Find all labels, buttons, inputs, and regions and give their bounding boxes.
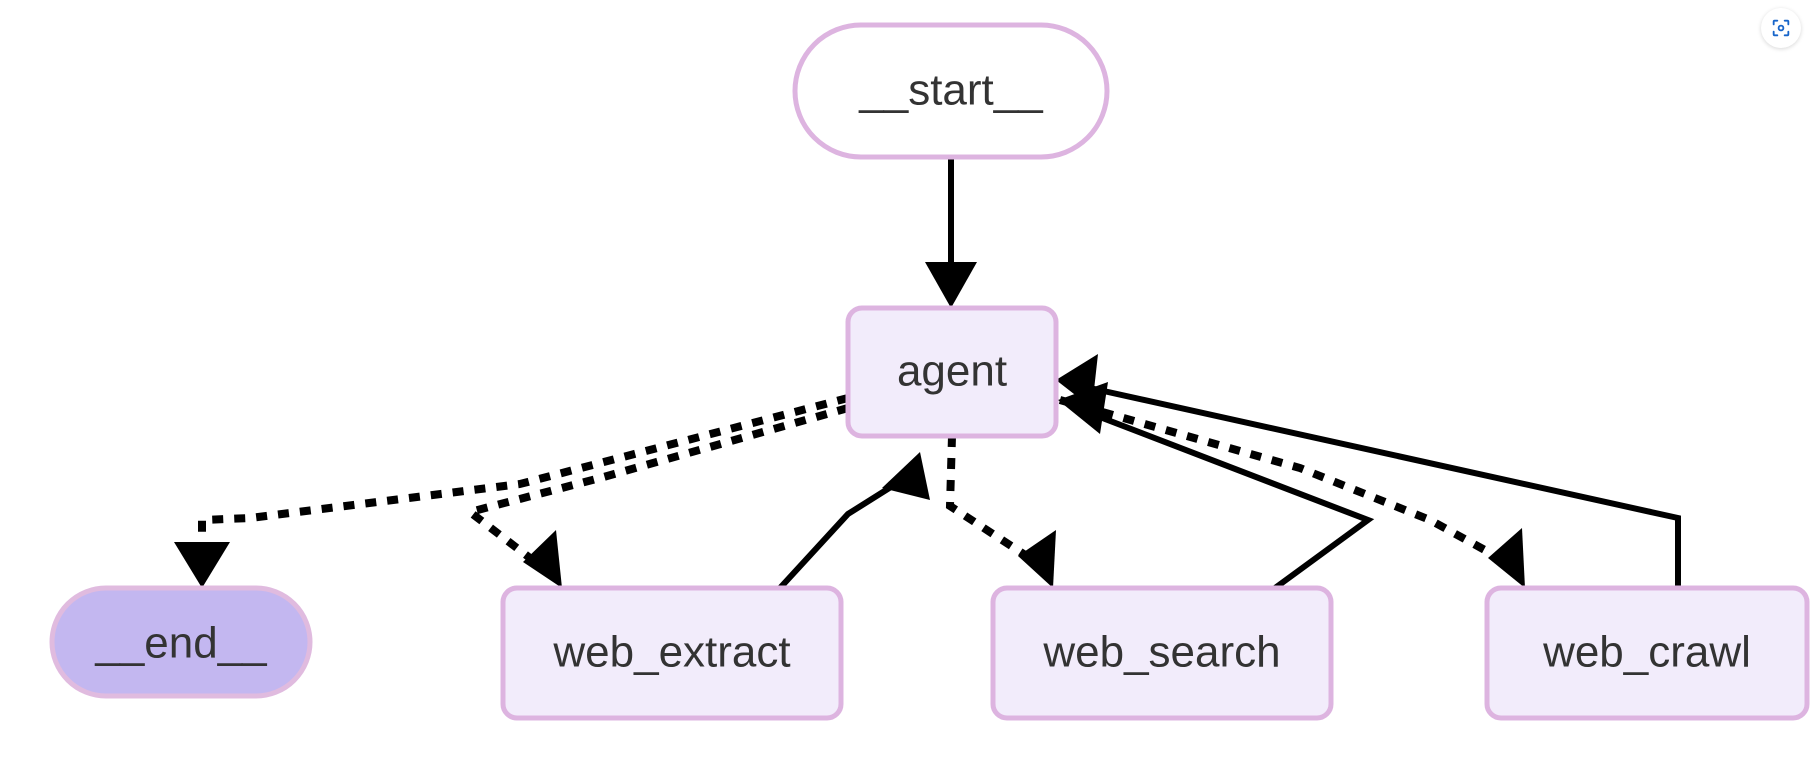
edge-start-agent (925, 157, 977, 308)
node-web-search-shape[interactable] (990, 585, 1334, 721)
arrow-head (1488, 528, 1525, 588)
scan-view-button[interactable] (1761, 8, 1801, 48)
node-end-shape[interactable] (49, 585, 313, 699)
arrow-head (174, 542, 230, 588)
arrow-head (1018, 530, 1056, 588)
arrow-head (523, 530, 562, 588)
node-web-crawl[interactable]: web_crawl (1484, 585, 1810, 721)
scan-icon (1772, 19, 1790, 37)
arrow-head (1058, 382, 1108, 434)
edge-web_crawl-agent (1056, 354, 1681, 588)
edge-agent-web_extract (461, 404, 850, 588)
node-layer: __start__ agent __end__ web_extract web_… (49, 22, 1810, 721)
edge-agent-web_search (945, 435, 1056, 588)
edge-agent-end (174, 394, 850, 588)
edge-web_search-agent (1058, 382, 1375, 591)
node-agent[interactable]: agent (845, 305, 1059, 439)
edge-web_extract-agent (777, 452, 930, 591)
edge-layer (174, 157, 1681, 591)
node-agent-shape[interactable] (845, 305, 1059, 439)
node-web-search[interactable]: web_search (990, 585, 1334, 721)
arrow-head (882, 452, 930, 500)
node-web-extract-shape[interactable] (500, 585, 844, 721)
node-start[interactable]: __start__ (792, 22, 1110, 160)
arrow-head (1056, 354, 1098, 408)
node-web-crawl-shape[interactable] (1484, 585, 1810, 721)
edge-agent-web_crawl (1058, 396, 1525, 588)
node-web-extract[interactable]: web_extract (500, 585, 844, 721)
arrow-head (925, 262, 977, 308)
node-end[interactable]: __end__ (49, 585, 313, 699)
node-start-shape[interactable] (792, 22, 1110, 160)
